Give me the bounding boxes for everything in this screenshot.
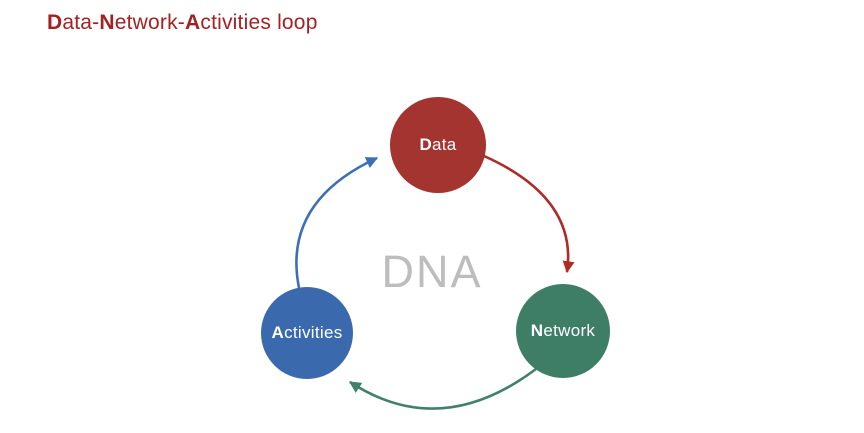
arrow-network-to-activities — [348, 367, 537, 410]
arrow-activities-to-data — [295, 156, 379, 289]
activities-node-circle — [261, 287, 353, 379]
title-rest-ata: ata- — [62, 11, 100, 34]
data-node-circle — [390, 97, 486, 193]
page-title: Data-Network-Activities loop — [47, 11, 318, 35]
title-rest-etwork: etwork- — [114, 11, 185, 34]
arrow-data-to-network — [483, 154, 575, 274]
title-bold-a: A — [185, 11, 201, 34]
title-rest-ctivities: ctivities — [200, 11, 272, 34]
title-suffix-loop: loop — [271, 11, 318, 34]
title-bold-n: N — [99, 11, 115, 34]
title-bold-d: D — [47, 11, 63, 34]
network-node-circle — [516, 284, 610, 378]
